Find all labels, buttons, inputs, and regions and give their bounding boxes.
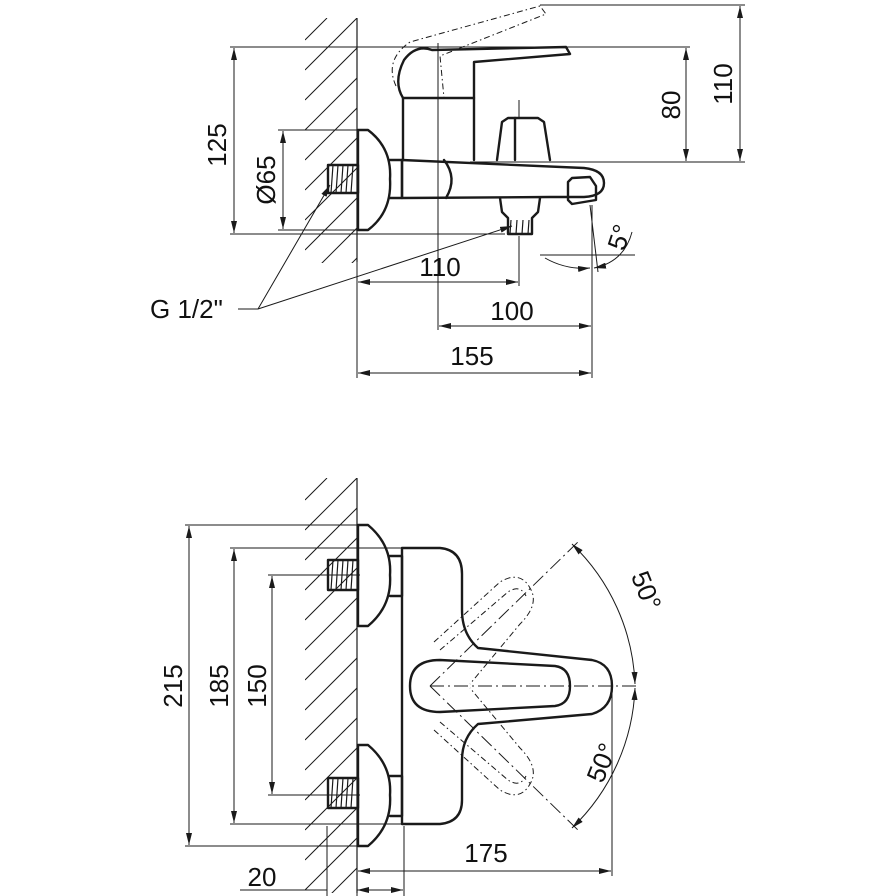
dim-height-110: 110 (708, 63, 738, 104)
thread-leader-1 (257, 184, 331, 310)
dim-height-215: 215 (158, 664, 188, 707)
dim-diameter-65: Ø65 (251, 155, 281, 204)
angle-arc-upper (571, 543, 638, 685)
dim-reach-110: 110 (419, 252, 460, 282)
dim-offset-20: 20 (248, 862, 277, 892)
front-view: 50° 50° 215 185 150 175 20 (158, 478, 668, 896)
spout (400, 158, 606, 200)
dim-height-185: 185 (204, 664, 234, 707)
wall-flange-upper (356, 523, 392, 628)
angle-arc-5-left (544, 257, 591, 272)
dim-reach-100: 100 (490, 296, 533, 326)
dim-width-175: 175 (464, 838, 507, 868)
dim-height-125: 125 (202, 123, 232, 166)
aerator (566, 175, 598, 206)
dim-center-150: 150 (242, 664, 272, 707)
lever-ghost-up (433, 576, 534, 685)
side-view: 110 80 125 Ø65 110 100 155 5° G 1/2" (150, 4, 745, 378)
side-fitting (326, 128, 404, 232)
dim-depth-155: 155 (450, 341, 493, 371)
dim-angle-5: 5° (601, 221, 637, 254)
lever-handle (397, 45, 572, 100)
dim-angle-50-upper: 50° (625, 567, 668, 615)
angle-arc-5-right (593, 231, 633, 269)
thread-callout-label: G 1/2" (150, 294, 223, 324)
wall-flange-lower (356, 743, 392, 848)
lever-ghost-down (433, 687, 534, 796)
angle-arc-lower (571, 687, 638, 829)
lever-raised-ghost (391, 5, 547, 99)
side-mixer-body (391, 5, 606, 236)
lever-centerline-up (429, 539, 581, 687)
dim-height-80: 80 (656, 91, 686, 120)
dim-angle-50-lower: 50° (580, 739, 623, 787)
side-extension-lines (230, 4, 745, 378)
diverter-knob (495, 116, 552, 162)
front-wall-hatch (305, 478, 357, 893)
thread-leader-2 (257, 225, 513, 310)
lever-centerline-down (429, 685, 581, 833)
front-extension-lines (185, 524, 613, 896)
wall-flange (356, 128, 392, 232)
diverter-outlet (498, 196, 542, 236)
